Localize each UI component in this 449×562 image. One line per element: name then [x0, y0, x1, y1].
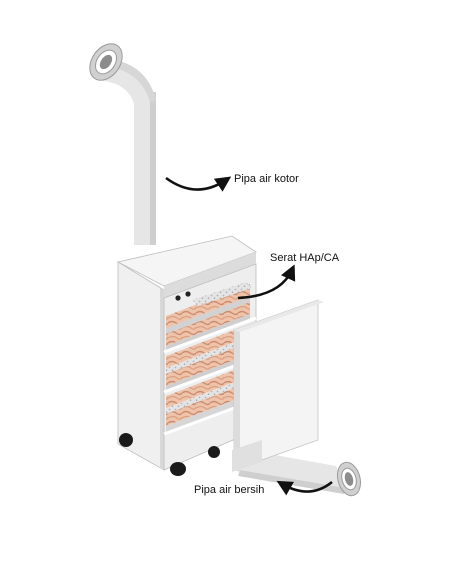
filter-door	[233, 299, 324, 472]
filter-trays	[163, 284, 257, 436]
wheel	[208, 446, 220, 458]
dirty-water-pipe	[89, 43, 156, 245]
wheel	[170, 462, 186, 476]
clean-pipe-label: Pipa air bersih	[194, 484, 264, 496]
indicator-light	[185, 291, 191, 297]
fiber-label: Serat HAp/CA	[270, 252, 340, 264]
clean-pipe-arrow	[276, 480, 333, 496]
fiber-arrow	[237, 264, 296, 300]
top-fiber-tray	[192, 282, 252, 306]
dirty-pipe-label: Pipa air kotor	[234, 173, 299, 185]
filter-tray	[166, 364, 250, 434]
wheel	[119, 433, 133, 447]
wheels	[119, 433, 220, 476]
dirty-pipe-arrow	[165, 176, 232, 192]
outlet-stub	[232, 440, 262, 472]
indicator-light	[175, 295, 181, 301]
